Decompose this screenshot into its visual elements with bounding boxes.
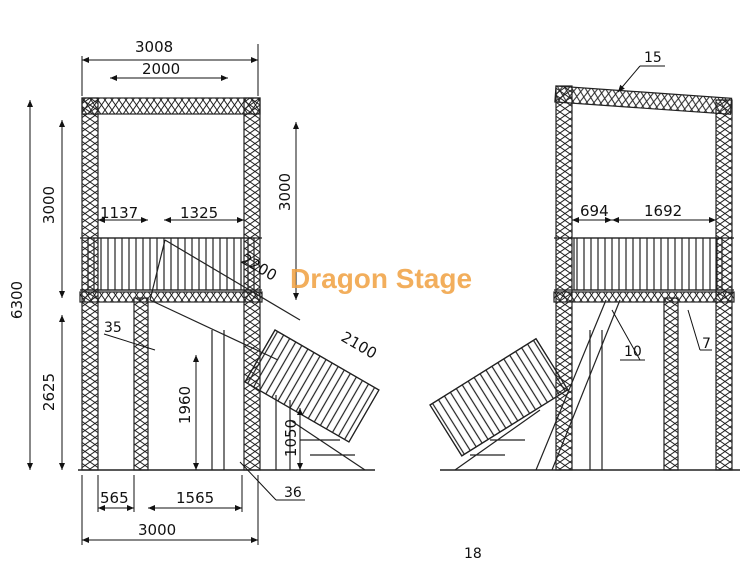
page-number: 18	[464, 546, 482, 561]
side-stair-panel	[429, 337, 569, 457]
dim-base-left: 565	[100, 489, 129, 507]
dim-overall-top-width: 3008	[135, 38, 173, 56]
side-left-column	[555, 85, 573, 471]
front-labels: 3008 2000 6300 3000 2625 3000 1137 1325 …	[8, 38, 380, 539]
platform-deck	[79, 291, 263, 303]
side-stair-steps	[454, 409, 541, 471]
side-middle-column	[663, 297, 679, 471]
dim-support-height: 1960	[176, 386, 194, 424]
dim-side-left-bay: 694	[580, 202, 609, 220]
dim-landing-height: 1050	[282, 419, 300, 457]
dim-side-right-bay: 1692	[644, 202, 682, 220]
dim-upper-height-left: 3000	[40, 186, 58, 224]
callout-15: 15	[644, 50, 662, 66]
middle-column	[133, 297, 149, 471]
dim-base-total: 3000	[138, 521, 176, 539]
side-elevation	[429, 85, 740, 471]
side-top-truss	[554, 85, 733, 115]
stair-upper	[149, 239, 301, 361]
callout-10: 10	[624, 344, 642, 360]
watermark: Dragon Stage	[290, 263, 472, 294]
platform-railing	[87, 237, 255, 291]
front-elevation	[78, 97, 380, 471]
dim-inner-top-width: 2000	[142, 60, 180, 78]
dim-stair-lower-len: 2100	[338, 328, 380, 363]
front-dimensions	[27, 44, 305, 545]
callout-36: 36	[284, 485, 302, 501]
side-stair-stringer	[535, 299, 607, 471]
side-labels: 694 1692 15 10 7	[580, 50, 711, 360]
callout-7: 7	[702, 336, 711, 352]
side-platform-railing	[573, 237, 723, 291]
dim-upper-height-right: 3000	[276, 173, 294, 211]
side-platform-deck	[553, 291, 735, 303]
top-truss	[81, 97, 261, 115]
dim-base-mid: 1565	[176, 489, 214, 507]
side-dimensions	[572, 65, 716, 361]
stair-lower-panel	[244, 329, 380, 443]
dim-total-height: 6300	[8, 281, 26, 319]
callout-35: 35	[104, 320, 122, 336]
dim-lower-height: 2625	[40, 373, 58, 411]
dim-mid-bay: 1325	[180, 204, 218, 222]
dim-left-bay: 1137	[100, 204, 138, 222]
